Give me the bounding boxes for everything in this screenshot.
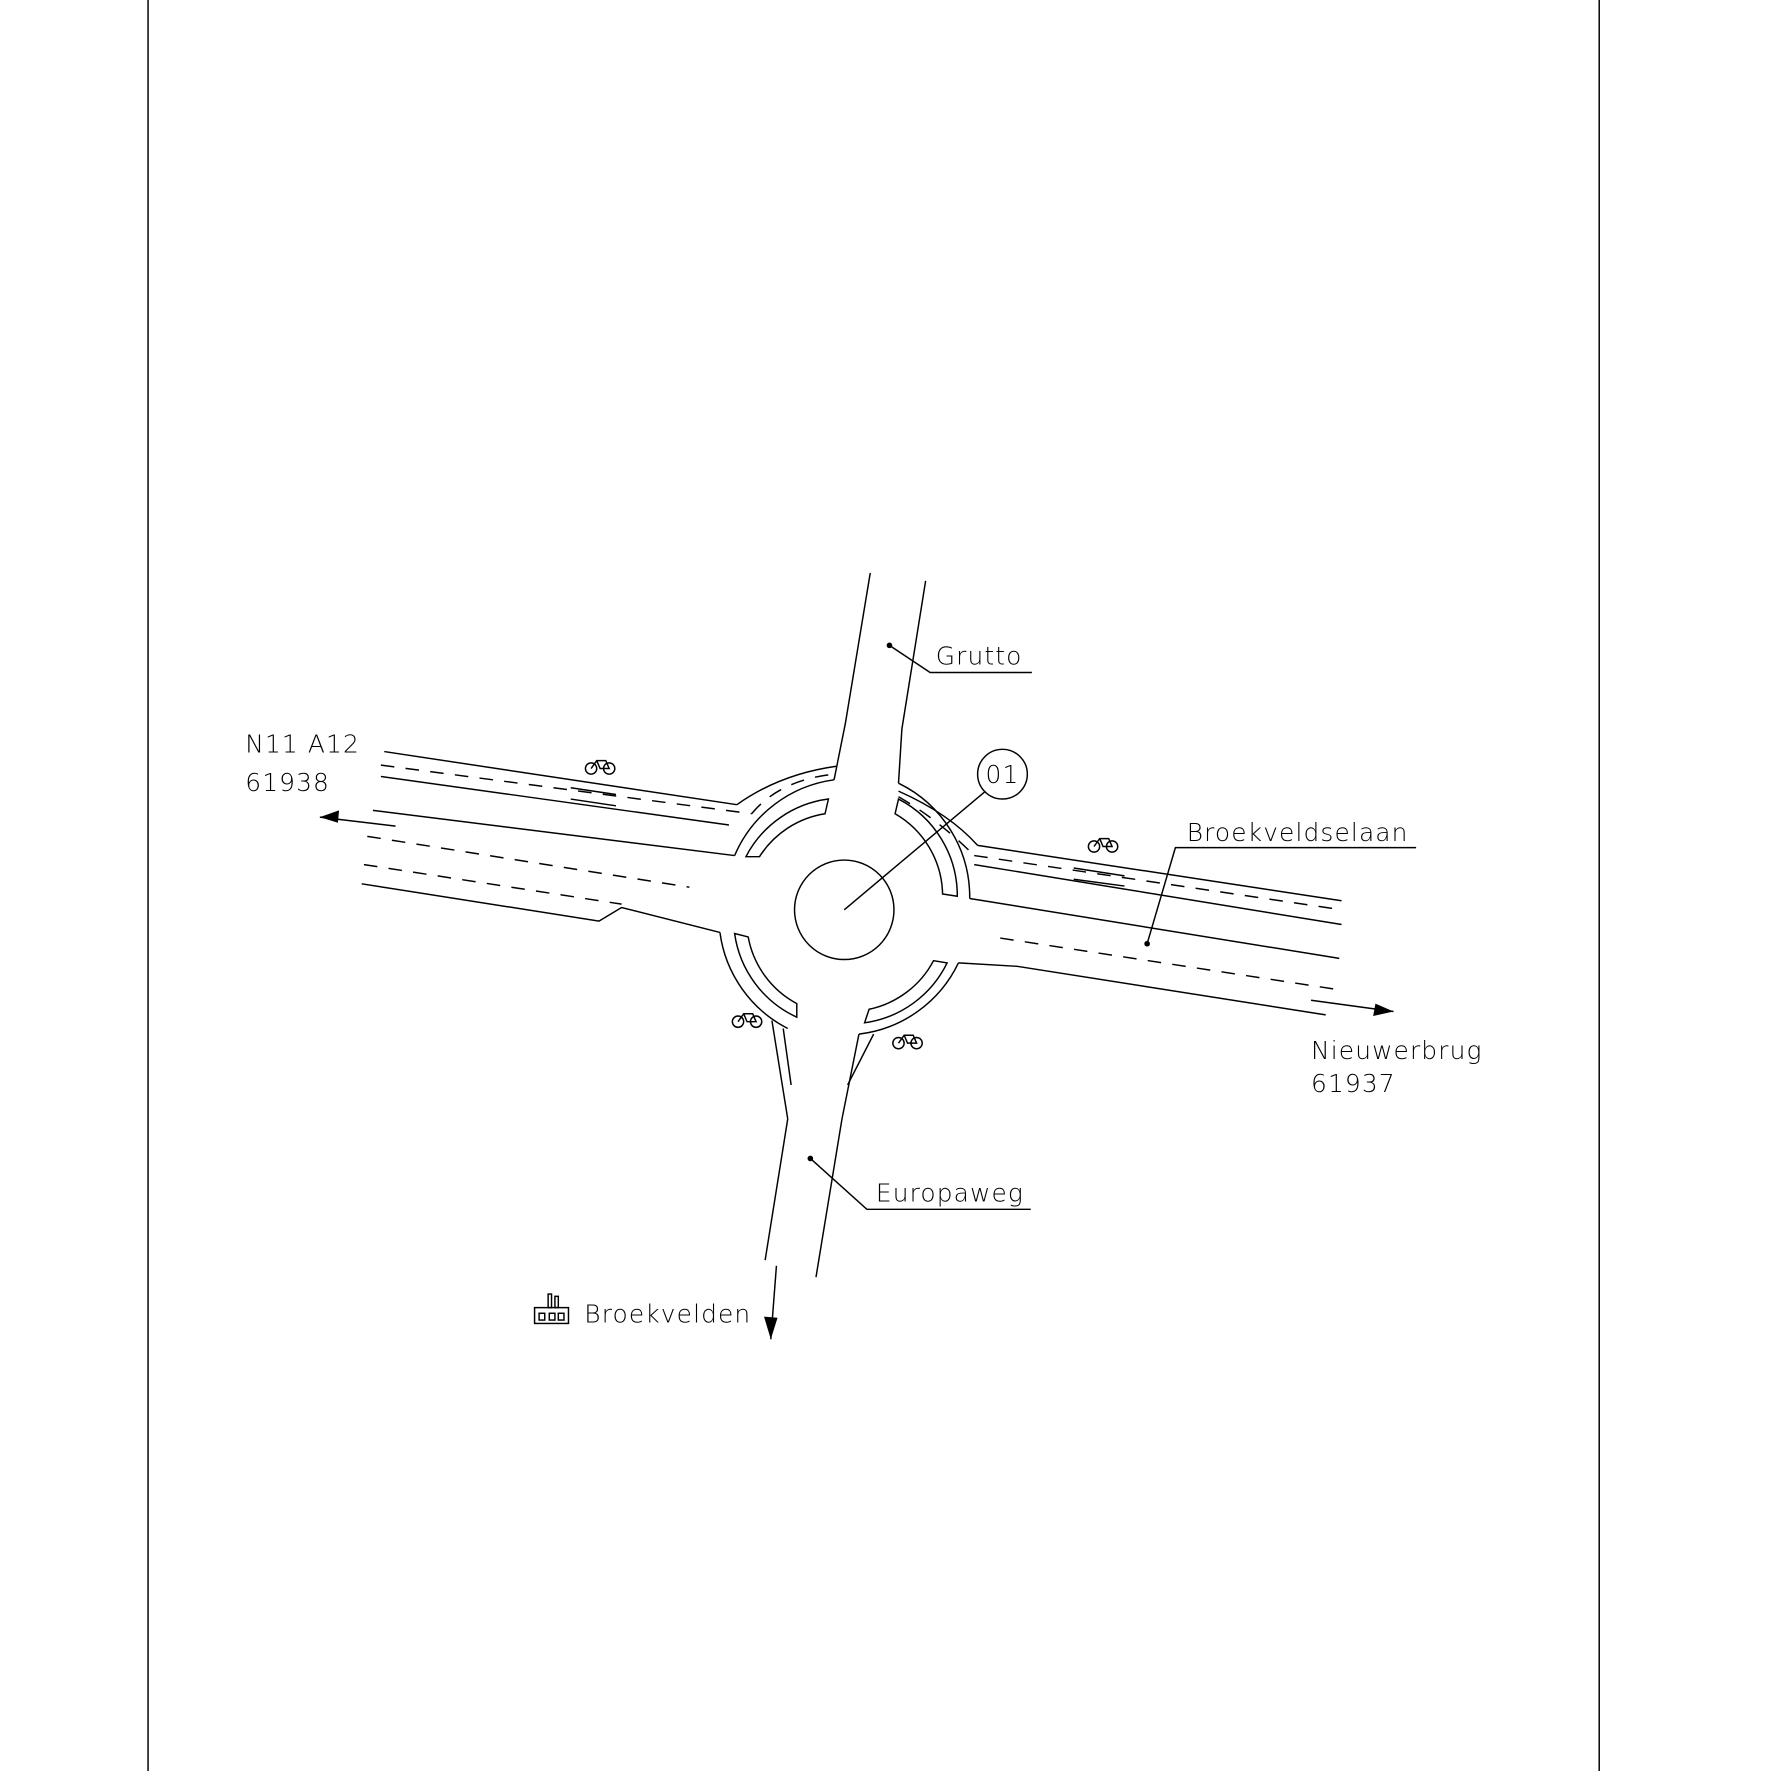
- bicycle-icon: [1087, 837, 1119, 853]
- destination-labels: N11 A12 61938 Nieuwerbrug 61937 Broekvel…: [245, 730, 1483, 1329]
- label-broekveldselaan: Broekveldselaan: [1187, 818, 1409, 847]
- central-island: [793, 859, 895, 961]
- bicycle-icon: [892, 1034, 923, 1050]
- arrow-icon: [319, 810, 340, 823]
- bicycle-icons: [584, 759, 1119, 1050]
- factory-icon: [533, 1293, 570, 1325]
- dest-south: Broekvelden: [584, 1299, 751, 1328]
- arrow-icon: [764, 1316, 778, 1340]
- dest-west-2: 61938: [245, 768, 330, 797]
- roundabout-label: 01: [843, 748, 1029, 911]
- page-border: [147, 0, 1600, 1771]
- road-labels: Grutto Broekveldselaan Europaweg: [807, 642, 1417, 1211]
- label-europaweg: Europaweg: [876, 1178, 1024, 1207]
- dest-east-2: 61937: [1311, 1069, 1396, 1098]
- bicycle-icon: [584, 759, 616, 775]
- south-road: [764, 1020, 875, 1340]
- bicycle-icon: [731, 1013, 763, 1029]
- roundabout-id: 01: [986, 760, 1020, 789]
- arrow-icon: [1373, 1003, 1394, 1017]
- north-road: [833, 572, 927, 784]
- west-road: [319, 750, 752, 934]
- roundabout: [719, 765, 979, 1035]
- dest-west-1: N11 A12: [245, 730, 360, 759]
- label-grutto: Grutto: [936, 642, 1023, 671]
- dest-east-1: Nieuwerbrug: [1311, 1036, 1483, 1065]
- east-road: [958, 844, 1394, 1017]
